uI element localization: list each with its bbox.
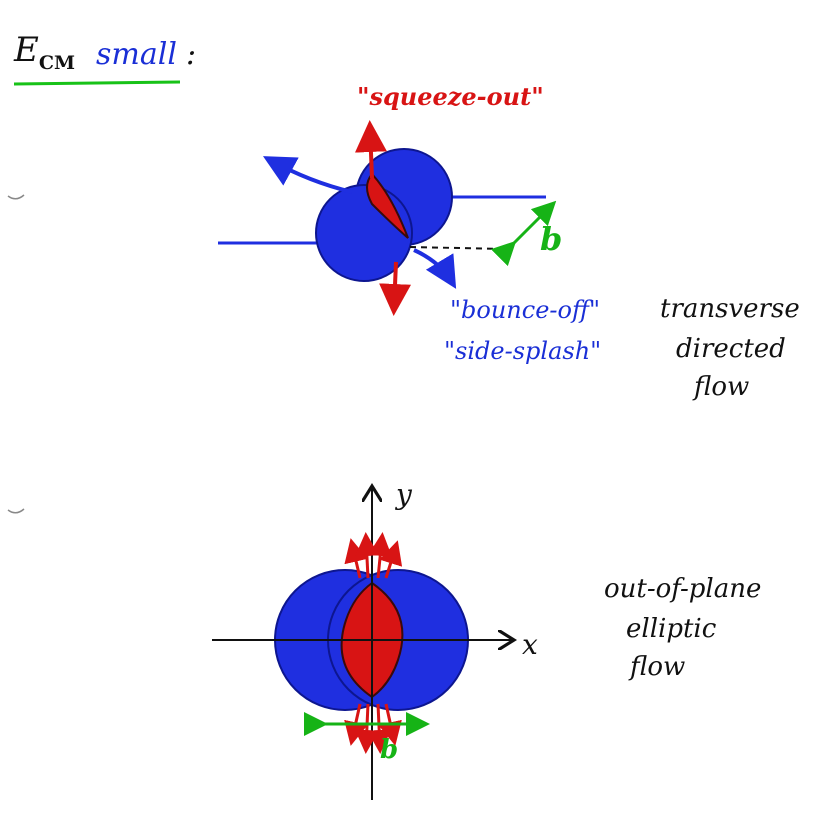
title-small: small [96,37,177,72]
overlap-region [366,172,409,239]
squeeze-arrow-up [354,120,387,179]
y-axis-label: y [396,478,412,511]
transverse-label: transverse [660,294,800,324]
squeeze-up-4 [379,540,403,579]
squeeze-out-label: "squeeze-out" [357,82,544,111]
margin-mark-bottom [7,508,25,514]
impact-dashed-line [409,246,507,250]
flow-label-bottom: flow [630,652,686,682]
bounce-arrow-left [262,156,353,194]
squeeze-up-2 [354,532,379,579]
margin-mark-top [7,194,25,200]
squeeze-up-1 [344,538,368,579]
impact-parameter-label-top: b [540,220,563,258]
x-axis-label: x [522,628,538,661]
bounce-arrow-right [413,248,457,289]
impact-arrow [490,200,557,267]
title-underline [13,80,181,86]
flow-label-top: flow [694,372,750,402]
title-ecm: ECM [14,30,75,74]
bottom-collision [212,488,512,800]
title-subscript: CM [38,51,75,74]
squeeze-arrow-down [379,261,412,316]
top-collision [218,120,557,316]
title-e-letter: E [14,30,39,70]
title-colon: : [186,37,197,72]
impact-parameter-label-bottom: b [380,735,399,765]
elliptic-label: elliptic [626,614,717,644]
squeeze-down-2 [354,703,379,754]
out-of-plane-label: out-of-plane [604,574,762,604]
bounce-off-label: "bounce-off" [450,296,601,324]
side-splash-label: "side-splash" [444,337,602,365]
directed-label: directed [676,334,786,364]
